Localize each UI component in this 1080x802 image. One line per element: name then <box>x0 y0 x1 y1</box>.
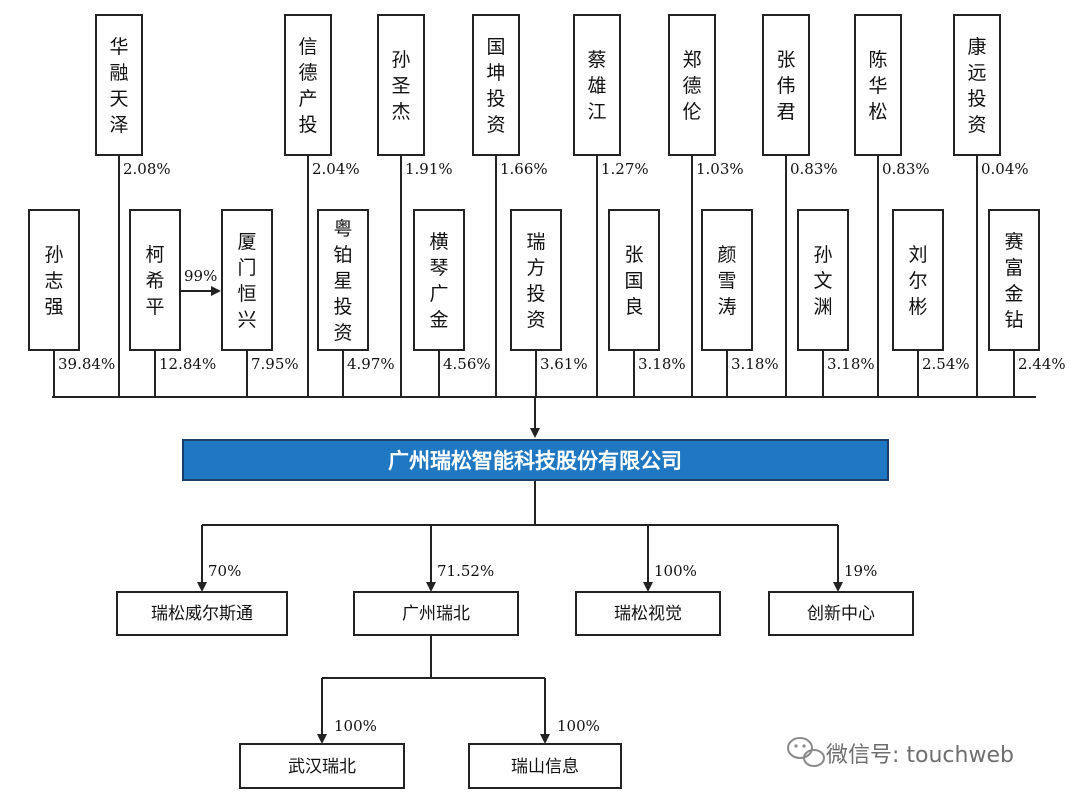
subsidiary-3-box[interactable] <box>575 591 721 636</box>
top-shareholder-4-box[interactable] <box>472 14 520 156</box>
subsidiary-3-pct: 100% <box>654 562 697 580</box>
bottom-shareholder-9-box[interactable] <box>797 209 849 351</box>
top-shareholder-7-box[interactable] <box>762 14 810 156</box>
grandchild-2-box[interactable] <box>468 743 622 789</box>
bottom-shareholder-10-box[interactable] <box>892 209 944 351</box>
top-shareholder-1-name: 华融天泽 <box>109 36 128 136</box>
top-shareholder-7-name: 张伟君 <box>776 49 795 123</box>
link-pct: 99% <box>184 267 217 285</box>
company-box[interactable] <box>182 439 889 481</box>
subsidiary-2-name: 广州瑞北 <box>402 604 470 624</box>
top-shareholder-8-pct: 0.83% <box>882 160 930 178</box>
shareholder-nodes: 华融天泽 2.08% 信德产投 2.04% 孙圣杰 1.91% 国坤投资 1.66% 蔡雄江 1.… <box>28 14 1066 373</box>
top-shareholder-1-box[interactable] <box>95 14 143 156</box>
bottom-shareholder-4-name: 粤铂星投资 <box>333 218 352 344</box>
bottom-shareholder-7-box[interactable] <box>608 209 660 351</box>
bottom-shareholder-4-box[interactable] <box>317 209 369 351</box>
bottom-shareholder-6-pct: 3.61% <box>540 355 588 373</box>
subsidiary-2-pct: 71.52% <box>437 562 494 580</box>
subsidiary-3-name: 瑞松视觉 <box>614 604 682 624</box>
bottom-shareholder-7-pct: 3.18% <box>638 355 686 373</box>
bottom-shareholder-7-name: 张国良 <box>624 244 643 318</box>
bottom-shareholder-3-name: 厦门恒兴 <box>237 231 256 331</box>
grandchild-1-pct: 100% <box>334 717 377 735</box>
bottom-shareholder-5-box[interactable] <box>413 209 465 351</box>
subsidiary-1-name: 瑞松威尔斯通 <box>151 604 253 624</box>
top-shareholder-9-box[interactable] <box>953 14 1001 156</box>
bottom-shareholder-2-pct: 12.84% <box>159 355 216 373</box>
grandchild-1-name: 武汉瑞北 <box>288 757 356 777</box>
top-shareholder-3-box[interactable] <box>377 14 425 156</box>
bottom-shareholder-1-box[interactable] <box>28 209 80 351</box>
company-name: 广州瑞松智能科技股份有限公司 <box>388 449 682 473</box>
top-shareholder-6-pct: 1.03% <box>696 160 744 178</box>
bottom-shareholder-9-pct: 3.18% <box>827 355 875 373</box>
top-shareholder-1-pct: 2.08% <box>123 160 171 178</box>
grandchild-2-name: 瑞山信息 <box>511 757 579 777</box>
top-shareholder-4-pct: 1.66% <box>500 160 548 178</box>
bottom-shareholder-3-box[interactable] <box>221 209 273 351</box>
top-shareholder-5-box[interactable] <box>573 14 621 156</box>
subsidiary-4-pct: 19% <box>844 562 877 580</box>
top-shareholder-8-name: 陈华松 <box>868 49 887 123</box>
bottom-shareholder-8-box[interactable] <box>701 209 753 351</box>
wechat-watermark: 微信号: touchweb <box>787 737 1014 768</box>
bottom-shareholder-11-pct: 2.44% <box>1018 355 1066 373</box>
subsidiary-2-box[interactable] <box>353 591 519 636</box>
subsidiary-nodes: 瑞松威尔斯通 70% 广州瑞北 71.52% 瑞松视觉 100% 创新中心 19% 武汉瑞北 10… <box>116 562 914 789</box>
bottom-shareholder-10-pct: 2.54% <box>922 355 970 373</box>
top-shareholder-2-name: 信德产投 <box>298 36 317 136</box>
top-shareholder-6-name: 郑德伦 <box>682 49 701 123</box>
bottom-shareholder-2-name: 柯希平 <box>145 244 164 318</box>
subsidiary-4-name: 创新中心 <box>807 604 875 624</box>
bottom-shareholder-1-pct: 39.84% <box>58 355 115 373</box>
bottom-shareholder-8-name: 颜雪涛 <box>717 244 736 318</box>
grandchild-1-box[interactable] <box>239 743 405 789</box>
subsidiary-1-box[interactable] <box>116 591 288 636</box>
bottom-shareholder-9-name: 孙文渊 <box>813 244 832 318</box>
grandchild-2-pct: 100% <box>557 717 600 735</box>
bottom-shareholder-1-name: 孙志强 <box>44 244 63 318</box>
subsidiary-1-pct: 70% <box>208 562 241 580</box>
subsidiary-4-box[interactable] <box>768 591 914 636</box>
bottom-shareholder-11-box[interactable] <box>988 209 1040 351</box>
top-shareholder-3-name: 孙圣杰 <box>391 49 410 123</box>
top-shareholder-9-name: 康远投资 <box>967 36 986 136</box>
bottom-shareholder-6-name: 瑞方投资 <box>526 231 545 331</box>
top-shareholder-8-box[interactable] <box>854 14 902 156</box>
top-shareholder-3-pct: 1.91% <box>405 160 453 178</box>
bottom-shareholder-6-box[interactable] <box>510 209 562 351</box>
wechat-icon <box>787 737 825 767</box>
bottom-shareholder-8-pct: 3.18% <box>731 355 779 373</box>
top-shareholder-9-pct: 0.04% <box>981 160 1029 178</box>
top-shareholder-5-pct: 1.27% <box>601 160 649 178</box>
watermark-text: 微信号: touchweb <box>826 743 1014 768</box>
bottom-shareholder-5-name: 横琴广金 <box>429 231 448 331</box>
bottom-shareholder-10-name: 刘尔彬 <box>908 244 927 318</box>
bottom-shareholder-5-pct: 4.56% <box>443 355 491 373</box>
top-shareholder-2-pct: 2.04% <box>312 160 360 178</box>
bottom-shareholder-3-pct: 7.95% <box>251 355 299 373</box>
top-shareholder-2-box[interactable] <box>284 14 332 156</box>
top-shareholder-5-name: 蔡雄江 <box>587 49 606 123</box>
bottom-shareholder-11-name: 赛富金钻 <box>1004 231 1023 331</box>
connector-lines <box>52 155 1036 744</box>
top-shareholder-7-pct: 0.83% <box>790 160 838 178</box>
bottom-shareholder-4-pct: 4.97% <box>347 355 395 373</box>
bottom-shareholder-2-box[interactable] <box>129 209 181 351</box>
top-shareholder-4-name: 国坤投资 <box>486 36 505 136</box>
top-shareholder-6-box[interactable] <box>668 14 716 156</box>
